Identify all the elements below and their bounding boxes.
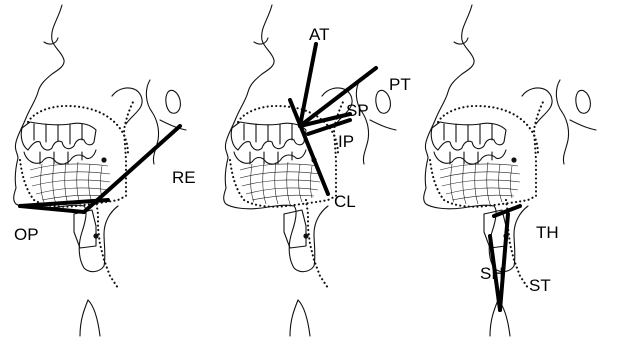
panel-right: TH SH ST bbox=[424, 5, 596, 336]
head-outline-left bbox=[14, 5, 186, 336]
muscle-re-line bbox=[84, 126, 180, 212]
label-re: RE bbox=[172, 168, 196, 187]
label-sh: SH bbox=[480, 264, 504, 283]
label-st: ST bbox=[529, 276, 551, 295]
label-at: AT bbox=[309, 25, 329, 44]
head-outline-middle bbox=[224, 5, 396, 336]
muscle-st-line bbox=[500, 214, 508, 310]
label-sp: SP bbox=[346, 101, 369, 120]
label-pt: PT bbox=[389, 75, 411, 94]
label-th: TH bbox=[536, 223, 559, 242]
label-cl: CL bbox=[334, 192, 356, 211]
head-outline-right bbox=[424, 5, 596, 336]
panel-middle: AT PT SP IP CL bbox=[224, 5, 411, 336]
label-ip: IP bbox=[338, 132, 354, 151]
label-op: OP bbox=[14, 225, 39, 244]
panel-left: OP RE bbox=[14, 5, 196, 336]
